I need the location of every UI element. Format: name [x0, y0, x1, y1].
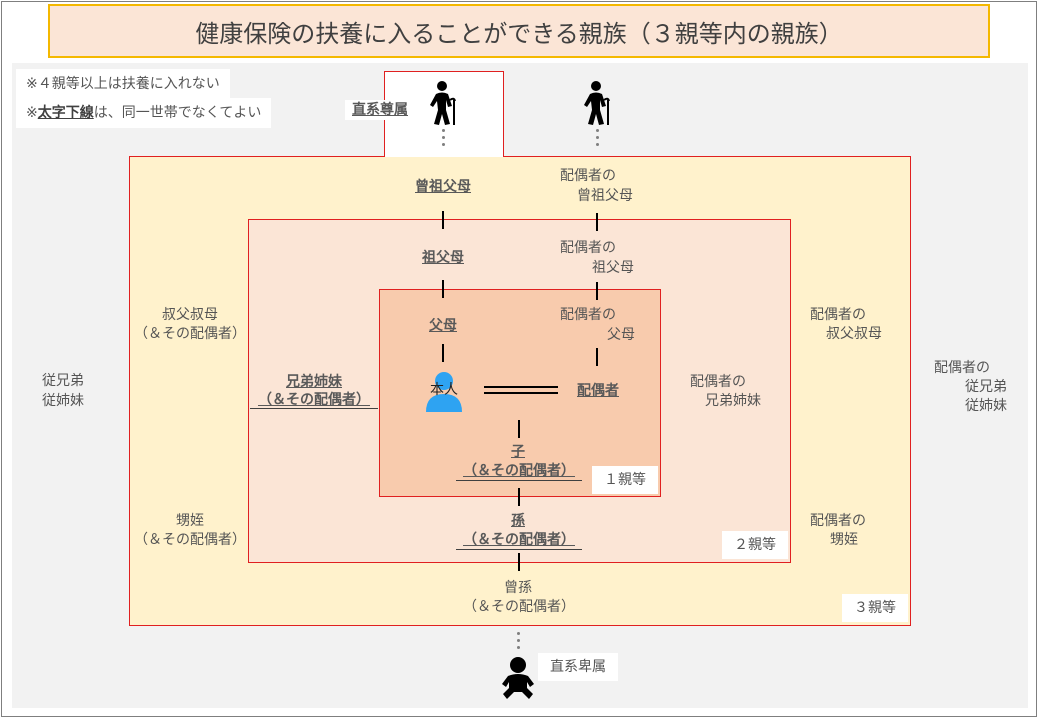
spouse-ascendant-dots [596, 129, 600, 150]
marriage-line-bottom [484, 392, 558, 394]
person-icon [426, 372, 462, 412]
grandparents-label: 祖父母 [422, 250, 464, 266]
great-grandchild-label-2: （＆その配偶者） [463, 599, 575, 615]
parents-label: 父母 [429, 318, 457, 334]
note-suffix: は、同一世帯でなくてよい [93, 105, 262, 121]
great-grandparents-label: 曾祖父母 [415, 179, 471, 195]
note-prefix: ※ [26, 105, 38, 121]
spouse-nephew-niece-label-1: 配偶者の [810, 513, 866, 529]
nephew-niece-label-1: 甥姪 [176, 513, 204, 529]
spouse-label: 配偶者 [577, 383, 619, 399]
child-label-2: （＆その配偶者） [463, 463, 575, 479]
spouse-uncle-aunt-label-2: 叔父叔母 [826, 326, 882, 342]
siblings-underline [250, 408, 378, 409]
line-great-grandparents [442, 211, 444, 229]
line-grandparents [442, 280, 444, 298]
spouse-uncle-aunt-label-1: 配偶者の [810, 307, 866, 323]
spouse-cousins-label-2: 従兄弟 [965, 379, 1007, 395]
descendant-dots [517, 632, 521, 653]
siblings-label-2: （＆その配偶者） [258, 392, 370, 408]
line-spouse-grandparents [596, 282, 598, 300]
spouse-parents-label-1: 配偶者の [560, 307, 616, 323]
cousins-label-2: 従姉妹 [42, 393, 84, 409]
note-bold-underline: ※太字下線は、同一世帯でなくてよい [16, 98, 272, 128]
spouse-great-grandparents-label-2: 曾祖父母 [577, 188, 633, 204]
child-underline [456, 480, 582, 481]
spouse-grandparents-label-2: 祖父母 [592, 260, 634, 276]
spouse-grandparents-label-1: 配偶者の [560, 240, 616, 256]
spouse-cousins-label-3: 従姉妹 [965, 398, 1007, 414]
first-degree-badge: １親等 [592, 466, 658, 494]
note-fourth-degree: ※４親等以上は扶養に入れない [16, 69, 230, 99]
direct-ascendant-label: 直系尊属 [345, 100, 415, 120]
baby-icon [502, 657, 534, 699]
second-degree-badge: ２親等 [722, 531, 788, 559]
line-grandchild [518, 488, 520, 506]
spouse-siblings-label-1: 配偶者の [690, 374, 746, 390]
spouse-great-grandparents-label-1: 配偶者の [560, 168, 616, 184]
uncle-aunt-label-1: 叔父叔母 [162, 307, 218, 323]
cousins-label-1: 従兄弟 [42, 373, 84, 389]
self-label: 本人 [430, 382, 458, 398]
third-degree-badge: ３親等 [842, 594, 908, 622]
grandchild-label-2: （＆その配偶者） [463, 532, 575, 548]
spouse-siblings-label-2: 兄弟姉妹 [705, 393, 761, 409]
grandchild-label-1: 孫 [511, 513, 525, 529]
direct-descendant-label: 直系卑属 [538, 653, 618, 681]
line-child [518, 420, 520, 438]
spouse-nephew-niece-label-2: 甥姪 [830, 532, 858, 548]
uncle-aunt-label-2: （＆その配偶者） [134, 326, 246, 342]
nephew-niece-label-2: （＆その配偶者） [134, 532, 246, 548]
note-bold-text: 太字下線 [37, 105, 94, 121]
diagram-title: 健康保険の扶養に入ることができる親族（３親等内の親族） [48, 4, 990, 58]
spouse-parents-label-2: 父母 [607, 327, 635, 343]
marriage-line-top [484, 386, 558, 388]
line-parents [442, 344, 444, 362]
great-grandchild-label-1: 曾孫 [504, 580, 532, 596]
elderly-person-icon [430, 81, 456, 125]
line-spouse-parents [596, 348, 598, 366]
siblings-label-1: 兄弟姉妹 [286, 374, 342, 390]
line-spouse-great-grandparents [596, 213, 598, 231]
spouse-cousins-label-1: 配偶者の [934, 360, 990, 376]
ascendant-dots [442, 129, 446, 150]
elderly-person-icon [584, 81, 610, 125]
line-great-grandchild [518, 553, 520, 571]
child-label-1: 子 [511, 444, 525, 460]
grandchild-underline [456, 549, 582, 550]
